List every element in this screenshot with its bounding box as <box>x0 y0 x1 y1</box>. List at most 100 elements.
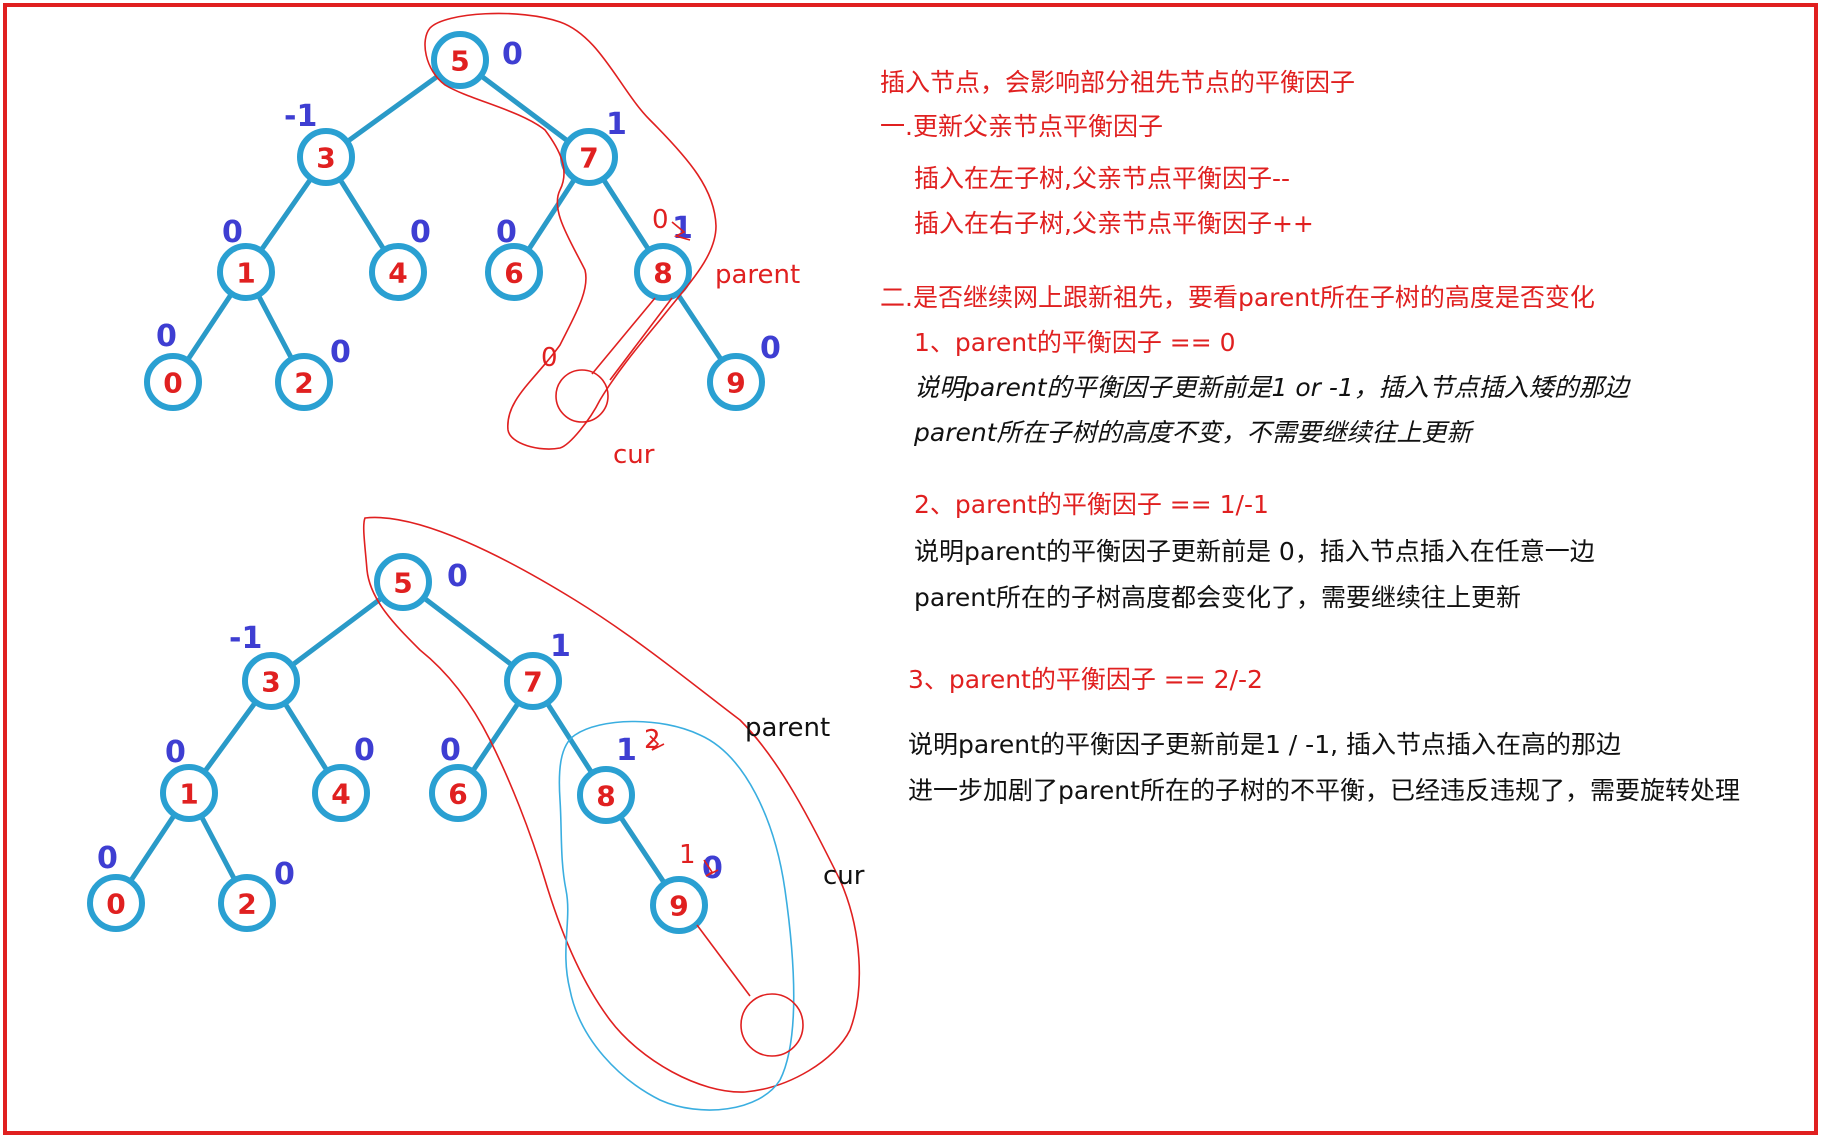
tree-node: 2 <box>218 874 276 932</box>
balance-factor: -1 <box>284 99 317 134</box>
tree-node: 4 <box>369 243 427 301</box>
note-line: 插入在右子树,父亲节点平衡因子++ <box>914 209 1314 238</box>
inserted-node-sketch <box>555 369 609 423</box>
tree-node: 9 <box>650 876 708 934</box>
parent-label: parent <box>715 260 800 290</box>
balance-factor: 1 <box>550 629 571 664</box>
balance-factor: 0 <box>354 733 375 768</box>
svg-text:9: 9 <box>669 890 688 923</box>
tree-top: 5 3 7 1 4 6 8 0 2 9 0 -1 1 0 0 0 0 1 0 0… <box>144 12 800 470</box>
note-line: 说明parent的平衡因子更新前是1 or -1，插入节点插入矮的那边 <box>914 373 1629 402</box>
svg-text:8: 8 <box>653 257 672 290</box>
arrow-scribble <box>649 735 665 751</box>
balance-factor: 0 <box>496 215 517 250</box>
tree-top-balance-factors: 0 -1 1 0 0 0 0 1 0 0 0 <box>156 37 781 370</box>
balance-factor: 0 <box>274 857 295 892</box>
note-line: 进一步加剧了parent所在的子树的不平衡，已经违反违规了，需要旋转处理 <box>908 776 1740 805</box>
note-line: 说明parent的平衡因子更新前是1 / -1, 插入节点插入在高的那边 <box>908 730 1621 759</box>
tree-bottom-sketch: parent cur <box>362 516 865 1111</box>
tree-node: 3 <box>242 652 300 710</box>
note-case-2: 2、parent的平衡因子 == 1/-1 <box>914 490 1269 519</box>
tree-top-sketch: 0 parent cur <box>424 12 800 470</box>
tree-node: 7 <box>560 128 618 186</box>
balance-factor: 0 <box>440 733 461 768</box>
note-step-1: 一.更新父亲节点平衡因子 <box>880 112 1163 141</box>
inserted-node-bf: 0 <box>541 343 558 373</box>
balance-factor: 0 <box>760 331 781 366</box>
svg-text:0: 0 <box>106 888 125 921</box>
svg-text:5: 5 <box>450 45 469 78</box>
svg-text:9: 9 <box>726 367 745 400</box>
arrow-scribble <box>703 859 719 877</box>
rotation-subtree-sketch <box>558 720 795 1111</box>
note-line: parent所在子树的高度不变，不需要继续往上更新 <box>914 418 1472 447</box>
balance-factor: 0 <box>502 37 523 72</box>
note-case-3: 3、parent的平衡因子 == 2/-2 <box>908 665 1263 694</box>
svg-text:8: 8 <box>596 780 615 813</box>
highlight-path-sketch <box>424 12 717 450</box>
tree-node: 8 <box>634 243 692 301</box>
tree-bottom: 5 3 7 1 4 6 8 0 2 9 0 -1 1 0 0 0 1 2 0 0… <box>87 516 865 1111</box>
tree-node: 1 <box>160 764 218 822</box>
balance-factor-new: 1 <box>679 840 696 870</box>
red-border-frame <box>3 3 1818 1135</box>
cur-label: cur <box>823 861 865 891</box>
new-edge-sketch <box>609 297 673 381</box>
tree-node: 4 <box>312 764 370 822</box>
svg-text:3: 3 <box>261 666 280 699</box>
svg-text:6: 6 <box>448 778 467 811</box>
svg-text:7: 7 <box>523 666 542 699</box>
note-heading: 插入节点，会影响部分祖先节点的平衡因子 <box>880 68 1356 97</box>
balance-factor-old: 1 <box>616 733 637 768</box>
svg-text:2: 2 <box>237 888 256 921</box>
tree-node: 2 <box>275 353 333 411</box>
tree-top-nodes: 5 3 7 1 4 6 8 0 2 9 <box>144 31 765 411</box>
tree-node: 0 <box>144 353 202 411</box>
inserted-node-sketch <box>740 993 804 1057</box>
tree-bottom-nodes: 5 3 7 1 4 6 8 0 2 9 <box>87 553 708 934</box>
new-edge-sketch <box>591 297 656 375</box>
balance-factor: 0 <box>97 841 118 876</box>
note-line: parent所在的子树高度都会变化了，需要继续往上更新 <box>914 583 1521 612</box>
tree-node: 0 <box>87 874 145 932</box>
svg-text:2: 2 <box>294 367 313 400</box>
svg-text:6: 6 <box>504 257 523 290</box>
balance-factor: 0 <box>330 335 351 370</box>
svg-text:3: 3 <box>316 142 335 175</box>
balance-factor: 1 <box>606 107 627 142</box>
tree-bottom-balance-factors: 0 -1 1 0 0 0 1 2 0 0 1 0 <box>97 559 723 892</box>
balance-factor: 0 <box>410 215 431 250</box>
balance-factor-old: 0 <box>702 851 723 886</box>
balance-factor: 0 <box>156 319 177 354</box>
tree-node: 9 <box>707 353 765 411</box>
tree-node: 3 <box>297 128 355 186</box>
svg-text:1: 1 <box>236 257 255 290</box>
note-case-1: 1、parent的平衡因子 == 0 <box>914 328 1236 357</box>
highlight-path-sketch <box>362 516 861 1093</box>
tree-node: 1 <box>217 243 275 301</box>
balance-factor: 0 <box>222 215 243 250</box>
note-line: 插入在左子树,父亲节点平衡因子-- <box>914 164 1290 193</box>
tree-node: 5 <box>374 553 432 611</box>
balance-factor-old: 0 <box>652 205 669 235</box>
new-edge-sketch <box>696 924 751 997</box>
tree-node: 6 <box>485 243 543 301</box>
balance-factor: -1 <box>229 621 262 656</box>
balance-factor-new: 1 <box>672 211 693 246</box>
balance-factor: 0 <box>447 559 468 594</box>
svg-text:1: 1 <box>179 778 198 811</box>
svg-text:4: 4 <box>331 778 350 811</box>
svg-text:5: 5 <box>393 567 412 600</box>
tree-node: 7 <box>504 652 562 710</box>
balance-factor: 0 <box>165 735 186 770</box>
note-line: 说明parent的平衡因子更新前是 0，插入节点插入在任意一边 <box>914 537 1595 566</box>
tree-node: 8 <box>577 766 635 824</box>
svg-text:7: 7 <box>579 142 598 175</box>
parent-label: parent <box>745 713 830 743</box>
tree-node: 5 <box>431 31 489 89</box>
arrow-scribble <box>671 221 691 241</box>
svg-text:0: 0 <box>163 367 182 400</box>
cur-label: cur <box>613 440 655 470</box>
